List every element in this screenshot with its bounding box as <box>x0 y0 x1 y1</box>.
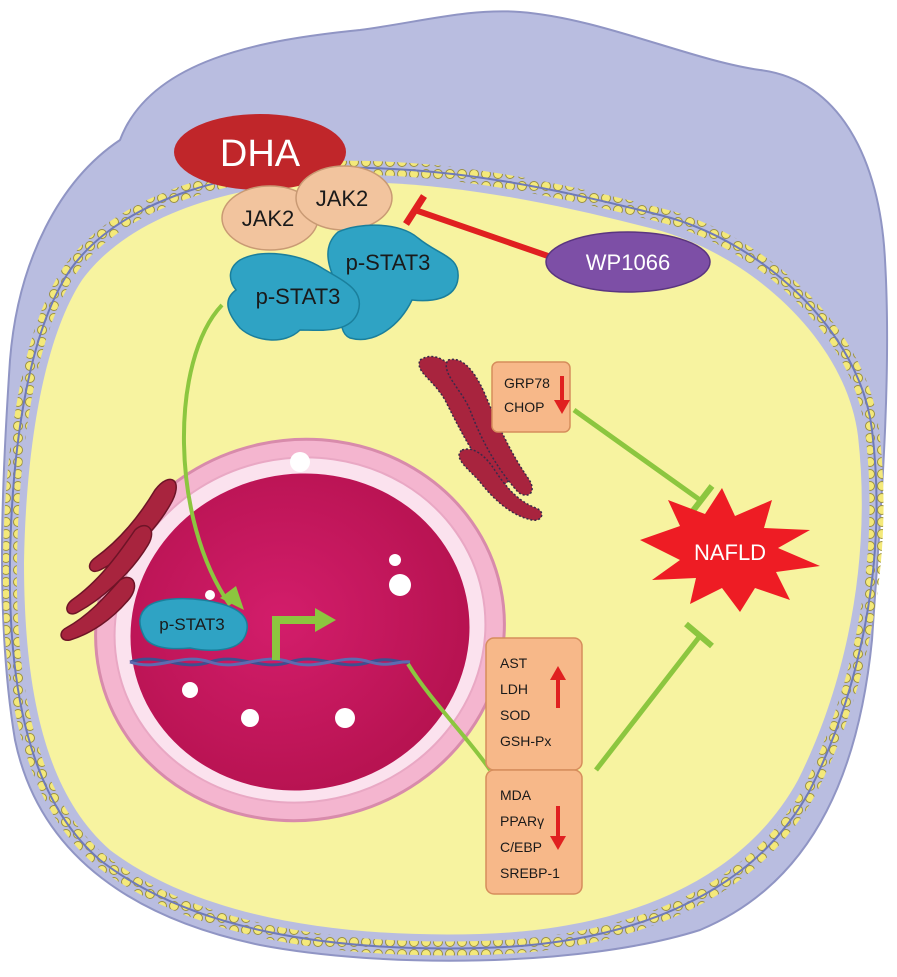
increase-item-ast: AST <box>500 655 528 671</box>
decrease-item-mda: MDA <box>500 787 532 803</box>
boxes-to-nafld-bar-icon <box>684 621 714 649</box>
increase-item-sod: SOD <box>500 707 530 723</box>
golgi-left <box>60 478 177 641</box>
increase-box: AST LDH SOD GSH-Px <box>485 637 583 771</box>
pstat3-node-2: p-STAT3 <box>327 224 459 341</box>
pstat3-nucleus-label: p-STAT3 <box>159 615 225 634</box>
dna-to-box-path <box>406 662 492 772</box>
decrease-item-ppar: PPARγ <box>500 813 544 829</box>
inhibition-bar-icon <box>403 194 427 226</box>
jak2-label-2: JAK2 <box>316 186 369 211</box>
jak2-node-1: JAK2 <box>221 185 319 251</box>
er-to-nafld-bar-icon <box>689 484 715 514</box>
dha-label: DHA <box>220 133 301 175</box>
transcription-arrow-icon <box>272 608 336 660</box>
translocation-path <box>181 303 232 607</box>
jak2-label-1: JAK2 <box>242 206 295 231</box>
dha-node: DHA <box>174 114 346 190</box>
dna-strand <box>129 657 411 667</box>
down-arrow-icon-2 <box>550 806 566 850</box>
decrease-item-cebp: C/EBP <box>500 839 542 855</box>
er-stress-item-chop: CHOP <box>504 399 544 415</box>
er-to-nafld-inhibition <box>572 407 702 503</box>
pstat3-node-1: p-STAT3 <box>227 252 361 341</box>
nafld-burst: NAFLD <box>640 488 820 612</box>
wp1066-label: WP1066 <box>586 250 670 275</box>
increase-item-ldh: LDH <box>500 681 528 697</box>
endoplasmic-reticulum <box>418 355 543 521</box>
up-arrow-icon <box>550 666 566 708</box>
pstat3-nucleus-node: p-STAT3 <box>139 597 248 651</box>
pstat3-label-1: p-STAT3 <box>256 284 341 309</box>
nafld-label: NAFLD <box>694 540 766 565</box>
er-stress-box: GRP78 CHOP <box>491 361 571 433</box>
nucleus <box>94 437 506 823</box>
pstat3-label-2: p-STAT3 <box>346 250 431 275</box>
translocation-arrowhead-icon <box>220 586 244 610</box>
decrease-box: MDA PPARγ C/EBP SREBP-1 <box>485 769 583 895</box>
decrease-item-srebp1: SREBP-1 <box>500 865 560 881</box>
wp1066-node: WP1066 <box>403 194 711 293</box>
down-arrow-icon <box>554 376 570 414</box>
increase-item-gshpx: GSH-Px <box>500 733 551 749</box>
boxes-to-nafld-inhibition <box>594 634 702 772</box>
jak2-node-2: JAK2 <box>295 165 393 231</box>
cell-membrane-inner-line <box>8 166 878 950</box>
inhibition-line <box>414 207 549 259</box>
er-stress-item-grp78: GRP78 <box>504 375 550 391</box>
